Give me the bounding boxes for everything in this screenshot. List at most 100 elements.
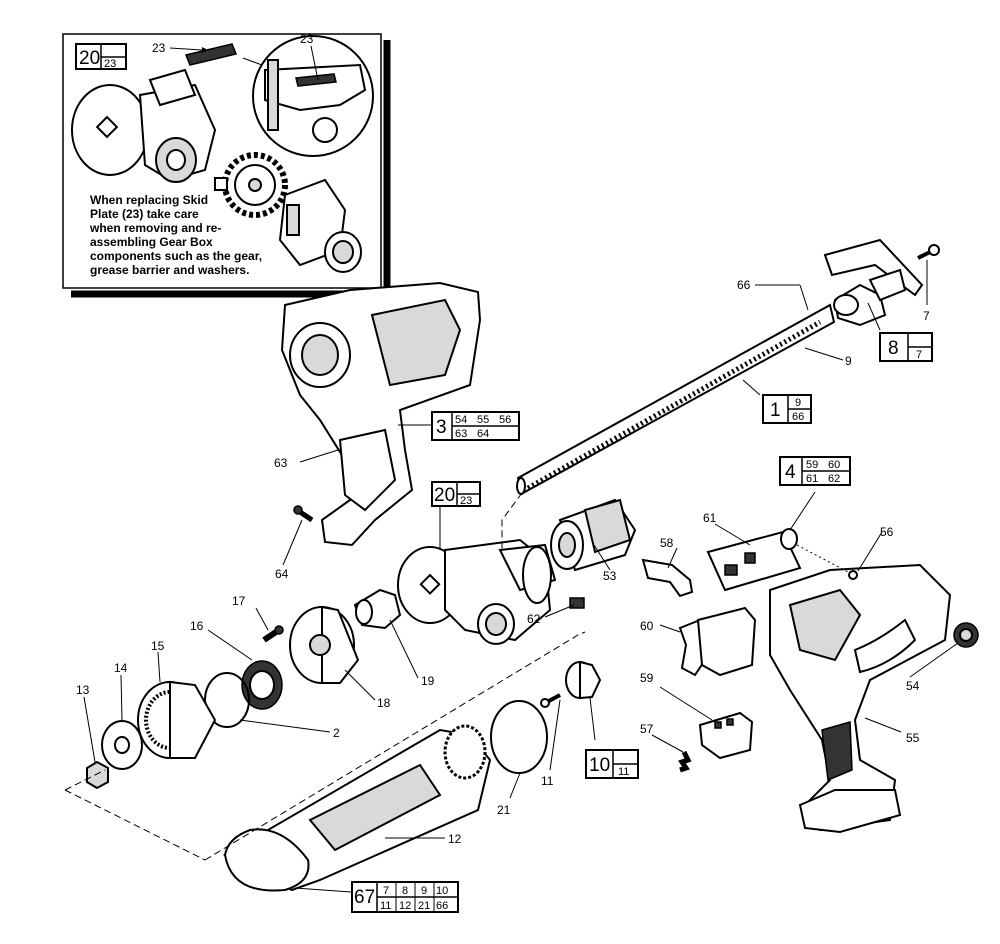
label-53: 53: [603, 569, 617, 583]
barrel-12: [222, 724, 492, 892]
svg-text:62: 62: [828, 473, 840, 485]
label-55: 55: [906, 731, 920, 745]
kit-box-67: 67 7 8 9 10 11 12 21 66: [351, 881, 459, 913]
label-21: 21: [497, 803, 511, 817]
svg-text:56: 56: [499, 414, 511, 426]
label-14: 14: [114, 661, 128, 675]
kit-box-4: 4 59 60 61 62: [779, 456, 851, 486]
motor-53: [550, 498, 637, 572]
o-ring-2: [204, 672, 250, 728]
label-57: 57: [640, 722, 654, 736]
svg-text:9: 9: [795, 397, 801, 409]
screw-17: [262, 625, 284, 643]
label-58: 58: [660, 536, 674, 550]
screw-64: [293, 505, 314, 523]
label-60: 60: [640, 619, 654, 633]
front-housing-63: [280, 281, 482, 547]
rod-handle-8: [823, 238, 924, 327]
inset-kit-box: 20 23: [75, 43, 127, 70]
kit-box-3: 3 54 55 56 63 64: [431, 411, 520, 441]
callout-23-left: 23: [152, 41, 166, 55]
kit-box-20: 20 23: [431, 481, 481, 507]
label-9: 9: [845, 354, 852, 368]
label-63: 63: [274, 456, 288, 470]
svg-text:55: 55: [477, 414, 489, 426]
svg-text:11: 11: [380, 900, 391, 912]
svg-text:3: 3: [436, 417, 447, 438]
inset-gear: [214, 152, 288, 218]
svg-text:12: 12: [399, 900, 411, 912]
svg-text:9: 9: [421, 885, 427, 897]
label-13: 13: [76, 683, 90, 697]
inset-kit-sub: 23: [104, 58, 116, 70]
assembly-lines: [64, 492, 851, 861]
label-15: 15: [151, 639, 165, 653]
svg-text:60: 60: [828, 459, 840, 471]
switch-bracket-58: [641, 558, 694, 598]
label-11: 11: [541, 774, 554, 788]
svg-text:4: 4: [785, 462, 796, 483]
svg-text:Plate (23) take care: Plate (23) take care: [90, 207, 199, 221]
o-ring-21: [490, 700, 548, 774]
label-62: 62: [527, 612, 541, 626]
pcb-61: [706, 528, 802, 592]
svg-text:59: 59: [806, 459, 818, 471]
rear-housing-55: [769, 563, 952, 834]
callout-23-right: 23: [300, 32, 314, 46]
label-12: 12: [448, 832, 462, 846]
svg-text:54: 54: [455, 414, 467, 426]
svg-text:20: 20: [434, 485, 455, 506]
washer-14: [101, 720, 143, 770]
label-7: 7: [923, 309, 930, 323]
svg-text:10: 10: [589, 755, 610, 776]
switch-59: [698, 711, 754, 760]
svg-text:61: 61: [806, 473, 818, 485]
label-64: 64: [275, 567, 289, 581]
screw-11: [540, 693, 561, 708]
svg-text:assembling Gear Box: assembling Gear Box: [90, 235, 213, 249]
label-17: 17: [232, 594, 246, 608]
label-66: 66: [737, 278, 751, 292]
svg-text:when removing and re-: when removing and re-: [89, 221, 221, 235]
inset-note: When replacing Skid Plate (23) take care…: [89, 193, 262, 277]
svg-text:7: 7: [383, 885, 389, 897]
adapter-19: [353, 588, 402, 630]
screw-7: [917, 244, 940, 260]
svg-text:When replacing Skid: When replacing Skid: [90, 193, 208, 207]
svg-text:21: 21: [418, 900, 430, 912]
collar-15: [137, 680, 217, 759]
kit-box-8: 8 7: [879, 332, 933, 362]
svg-text:63: 63: [455, 428, 467, 440]
label-19: 19: [421, 674, 435, 688]
label-2: 2: [333, 726, 340, 740]
plunger-10: [565, 660, 602, 700]
label-16: 16: [190, 619, 204, 633]
knob-54: [953, 622, 979, 648]
inset-housing: [278, 178, 362, 273]
plate-18: [289, 605, 360, 684]
svg-text:23: 23: [460, 495, 472, 507]
svg-text:10: 10: [436, 885, 448, 897]
inset-detail: 20 23 23: [62, 32, 391, 298]
svg-text:67: 67: [354, 887, 375, 908]
inset-magnifier: [242, 35, 374, 157]
kit-box-1: 1 9 66: [762, 394, 812, 424]
rack-assembly: [516, 303, 836, 495]
kit-box-10: 10 11: [585, 749, 639, 779]
gearbox-20: [397, 538, 557, 645]
switch-60: [696, 606, 757, 677]
inset-gearbox: [71, 68, 217, 183]
svg-text:64: 64: [477, 428, 489, 440]
inset-kit-main: 20: [79, 48, 100, 69]
svg-text:66: 66: [436, 900, 448, 912]
label-56: 56: [880, 525, 894, 539]
label-61: 61: [703, 511, 717, 525]
washer-16: [241, 660, 283, 710]
nut-13: [86, 760, 109, 790]
svg-text:grease barrier and washers.: grease barrier and washers.: [90, 263, 249, 277]
label-18: 18: [377, 696, 391, 710]
label-54: 54: [906, 679, 920, 693]
svg-text:66: 66: [792, 411, 804, 423]
svg-text:7: 7: [916, 349, 922, 361]
svg-text:8: 8: [402, 885, 408, 897]
